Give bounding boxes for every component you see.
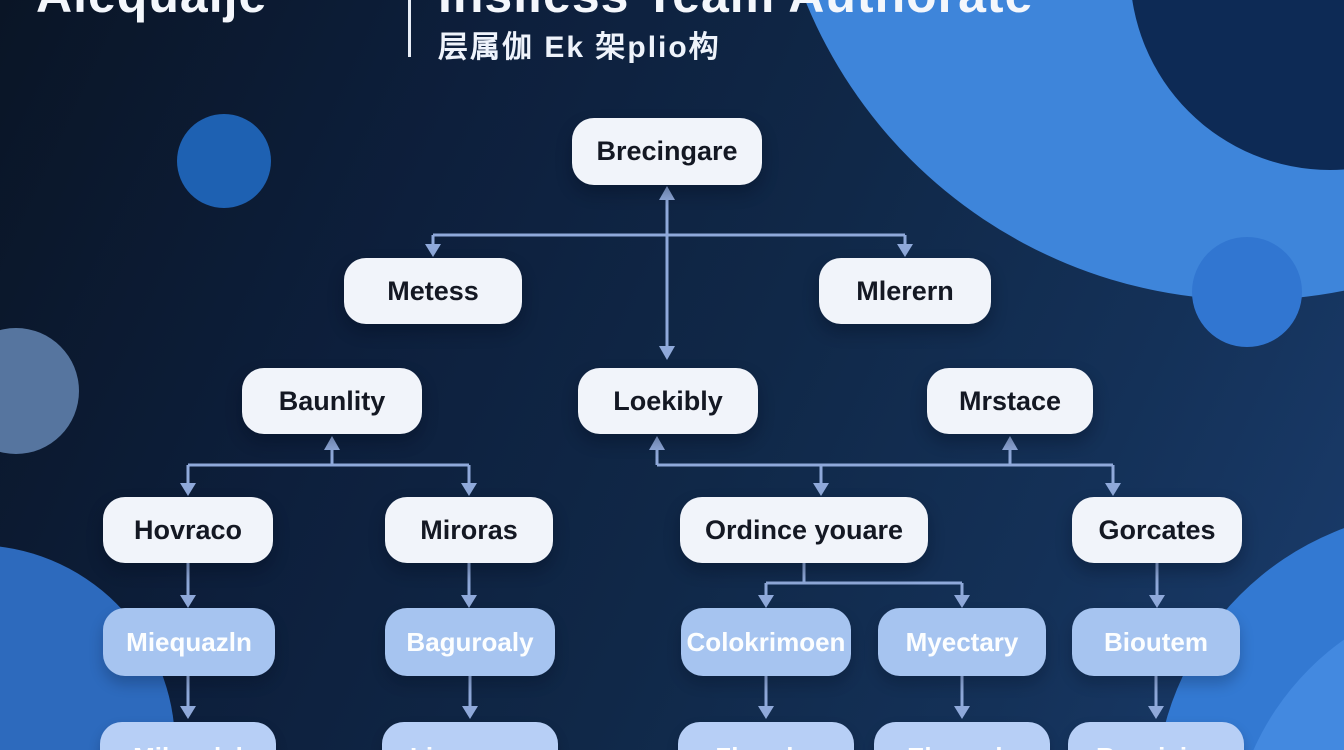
org-node-label: Brecingare [596, 136, 738, 166]
org-node-bioutem: Bioutem [1072, 608, 1240, 676]
org-node-label: Mrstace [958, 385, 1062, 416]
org-node-label: Zherebe [715, 742, 816, 750]
decorative-circle-right [1192, 237, 1302, 347]
org-node-baunlity: Baunlity [242, 368, 422, 434]
org-node-label: Baguroaly [406, 626, 534, 657]
org-node-label: Loekibly [613, 385, 723, 416]
title-divider [408, 0, 411, 57]
org-node-label: Milaualal [133, 742, 243, 750]
org-node-zherebe: Zherebe [678, 722, 854, 750]
page-subtitle-cjk: 层属伽 Ek 架plio构 [438, 31, 721, 64]
org-node-myectary: Myectary [878, 608, 1046, 676]
org-node-label: Rascisiae [1096, 742, 1216, 750]
org-node-brecingare: Brecingare [572, 118, 762, 185]
org-node-label: Mlerern [856, 275, 954, 306]
org-node-label: Hovraco [133, 514, 243, 545]
page-title-right: Insliess Team Authorate [438, 0, 1033, 24]
page-title-left: Alequalje [36, 0, 267, 24]
decorative-circle-top-left [177, 114, 271, 208]
org-node-label: Miequazln [126, 626, 252, 657]
org-node-label: Miroras [420, 514, 518, 545]
org-node-loekibly: Loekibly [578, 368, 758, 434]
org-node-label: Elegarde [907, 742, 1017, 750]
org-node-label: Ordince youare [704, 514, 904, 545]
org-node-colokrimoen: Colokrimoen [681, 608, 851, 676]
org-node-mlerern: Mlerern [819, 258, 991, 324]
org-node-lienuwen: Lienuwen [382, 722, 558, 750]
org-node-miequazln: Miequazln [103, 608, 275, 676]
org-node-label: Metess [387, 275, 479, 306]
org-node-label: Colokrimoen [686, 626, 846, 657]
org-node-milaualal: Milaualal [100, 722, 276, 750]
org-node-label: Myectary [905, 626, 1019, 657]
org-node-label: Gorcates [1098, 514, 1216, 545]
org-node-mrstace: Mrstace [927, 368, 1093, 434]
org-node-hovraco: Hovraco [103, 497, 273, 563]
org-node-rascisiae: Rascisiae [1068, 722, 1244, 750]
org-node-label: Lienuwen [410, 742, 530, 750]
org-node-label: Baunlity [278, 385, 386, 416]
org-node-label: Bioutem [1104, 626, 1208, 657]
org-node-ordince-youare: Ordince youare [680, 497, 928, 563]
org-node-metess: Metess [344, 258, 522, 324]
org-node-baguroaly: Baguroaly [385, 608, 555, 676]
org-node-miroras: Miroras [385, 497, 553, 563]
org-node-gorcates: Gorcates [1072, 497, 1242, 563]
org-node-elegarde: Elegarde [874, 722, 1050, 750]
